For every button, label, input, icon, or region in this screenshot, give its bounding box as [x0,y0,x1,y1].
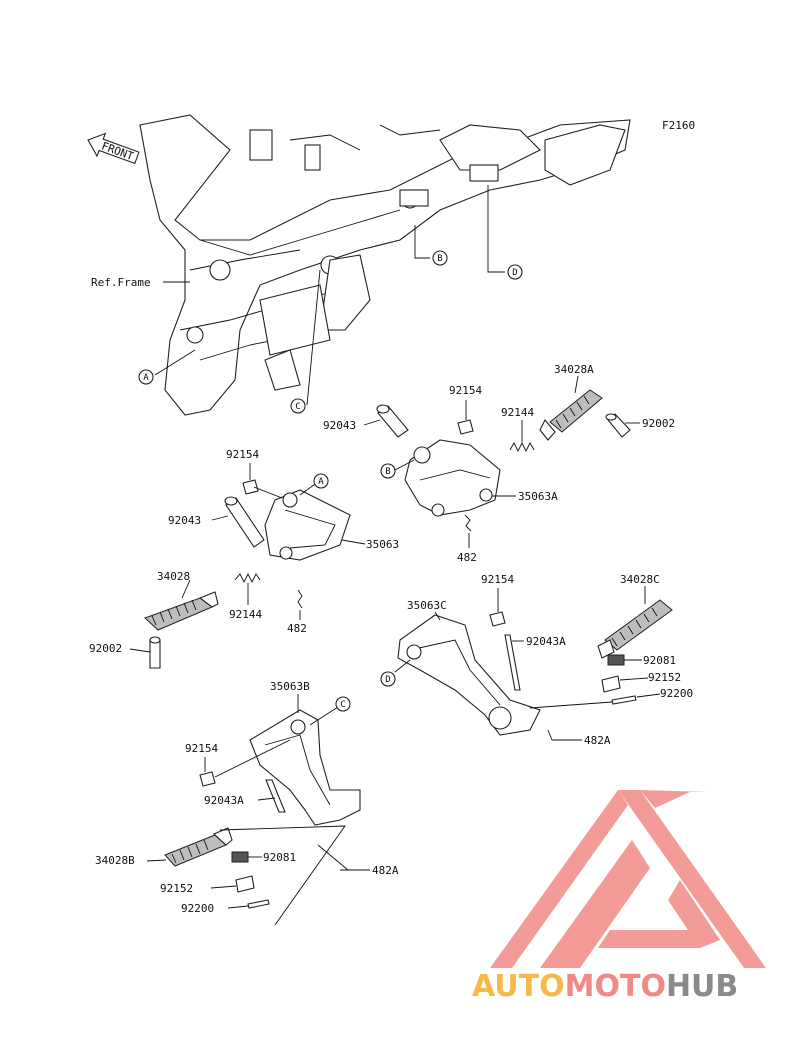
label-35063b: 35063B [270,680,310,693]
label-92152-b: 92152 [160,882,193,895]
footpeg-34028c [597,586,673,659]
label-92154-left: 92154 [226,448,259,461]
spring-92144-right [509,420,535,453]
label-35063a: 35063A [518,490,558,503]
callout-b-frame: B [432,250,448,266]
label-92043-right: 92043 [323,419,356,432]
pin-92043-right [363,404,409,438]
ref-frame-label: Ref.Frame [91,276,151,289]
svg-text:B: B [437,254,442,264]
washer-92152-b [210,875,255,893]
front-label: FRONT [100,139,136,163]
callout-a-frame: A [138,369,154,385]
label-92144-left: 92144 [229,608,262,621]
label-92043a-c: 92043A [526,635,566,648]
label-92144-right: 92144 [501,406,534,419]
label-92043-left: 92043 [168,514,201,527]
footpeg-34028b [146,827,233,867]
svg-text:C: C [340,700,345,710]
label-92154-right: 92154 [449,384,482,397]
label-482a-b: 482A [372,864,399,877]
label-92081-c: 92081 [643,654,676,667]
spring-92144-left [234,572,261,605]
left-front-bracket [264,481,351,561]
callout-d-bracket: D [380,671,396,687]
pin-92002-left [129,636,161,669]
label-482-right: 482 [457,551,477,564]
rear-left-bracket [249,706,361,826]
callout-a-bracket: A [313,473,329,489]
footpeg-34028 [144,579,219,631]
pin-92200-b [227,899,270,909]
callout-b-bracket: B [380,463,396,479]
svg-text:D: D [512,268,517,278]
label-92081-b: 92081 [263,851,296,864]
pin-482-left [297,589,303,620]
callout-c-bracket: C [335,696,351,712]
callout-c-frame: C [290,398,306,414]
figure-code: F2160 [662,119,695,132]
bolt-92154-c [489,588,506,627]
callout-d-frame: D [507,264,523,280]
pin-92200-c [611,693,661,705]
label-482-left: 482 [287,622,307,635]
label-35063c: 35063C [407,599,447,612]
pin-92043a-b [257,779,286,813]
label-34028: 34028 [157,570,190,583]
pin-92002-right [605,413,640,438]
svg-text:A: A [143,373,149,383]
front-arrow-icon: FRONT [87,132,140,165]
label-92152-c: 92152 [648,671,681,684]
label-34028c: 34028C [620,573,660,586]
right-front-bracket [394,439,501,517]
spring-92081-b [231,851,262,863]
label-92154-b: 92154 [185,742,218,755]
rear-right-bracket [394,614,541,736]
svg-text:B: B [385,467,390,477]
frame-illustration [139,114,631,416]
spring-92081-c [607,654,642,666]
pin-482-right [464,514,472,548]
label-34028b: 34028B [95,854,135,867]
pin-92043a-c [504,634,524,691]
svg-text:A: A [318,477,324,487]
label-35063: 35063 [366,538,399,551]
label-92043a-b: 92043A [204,794,244,807]
label-92002-left: 92002 [89,642,122,655]
label-482a-c: 482A [584,734,611,747]
label-92002-right: 92002 [642,417,675,430]
label-92200-b: 92200 [181,902,214,915]
footpeg-34028a [539,375,603,441]
bolt-92154-right [457,400,474,435]
watermark-logo [490,790,766,968]
pin-92043-left [211,496,265,548]
label-92154-c: 92154 [481,573,514,586]
bolt-92154-left [242,463,283,499]
label-34028a: 34028A [554,363,594,376]
svg-text:D: D [385,675,390,685]
washer-92152-c [601,675,649,693]
bolt-92154-b [199,739,291,787]
watermark-text: AUTOMOTOHUB [472,969,738,1004]
label-92200-c: 92200 [660,687,693,700]
svg-text:C: C [295,402,300,412]
